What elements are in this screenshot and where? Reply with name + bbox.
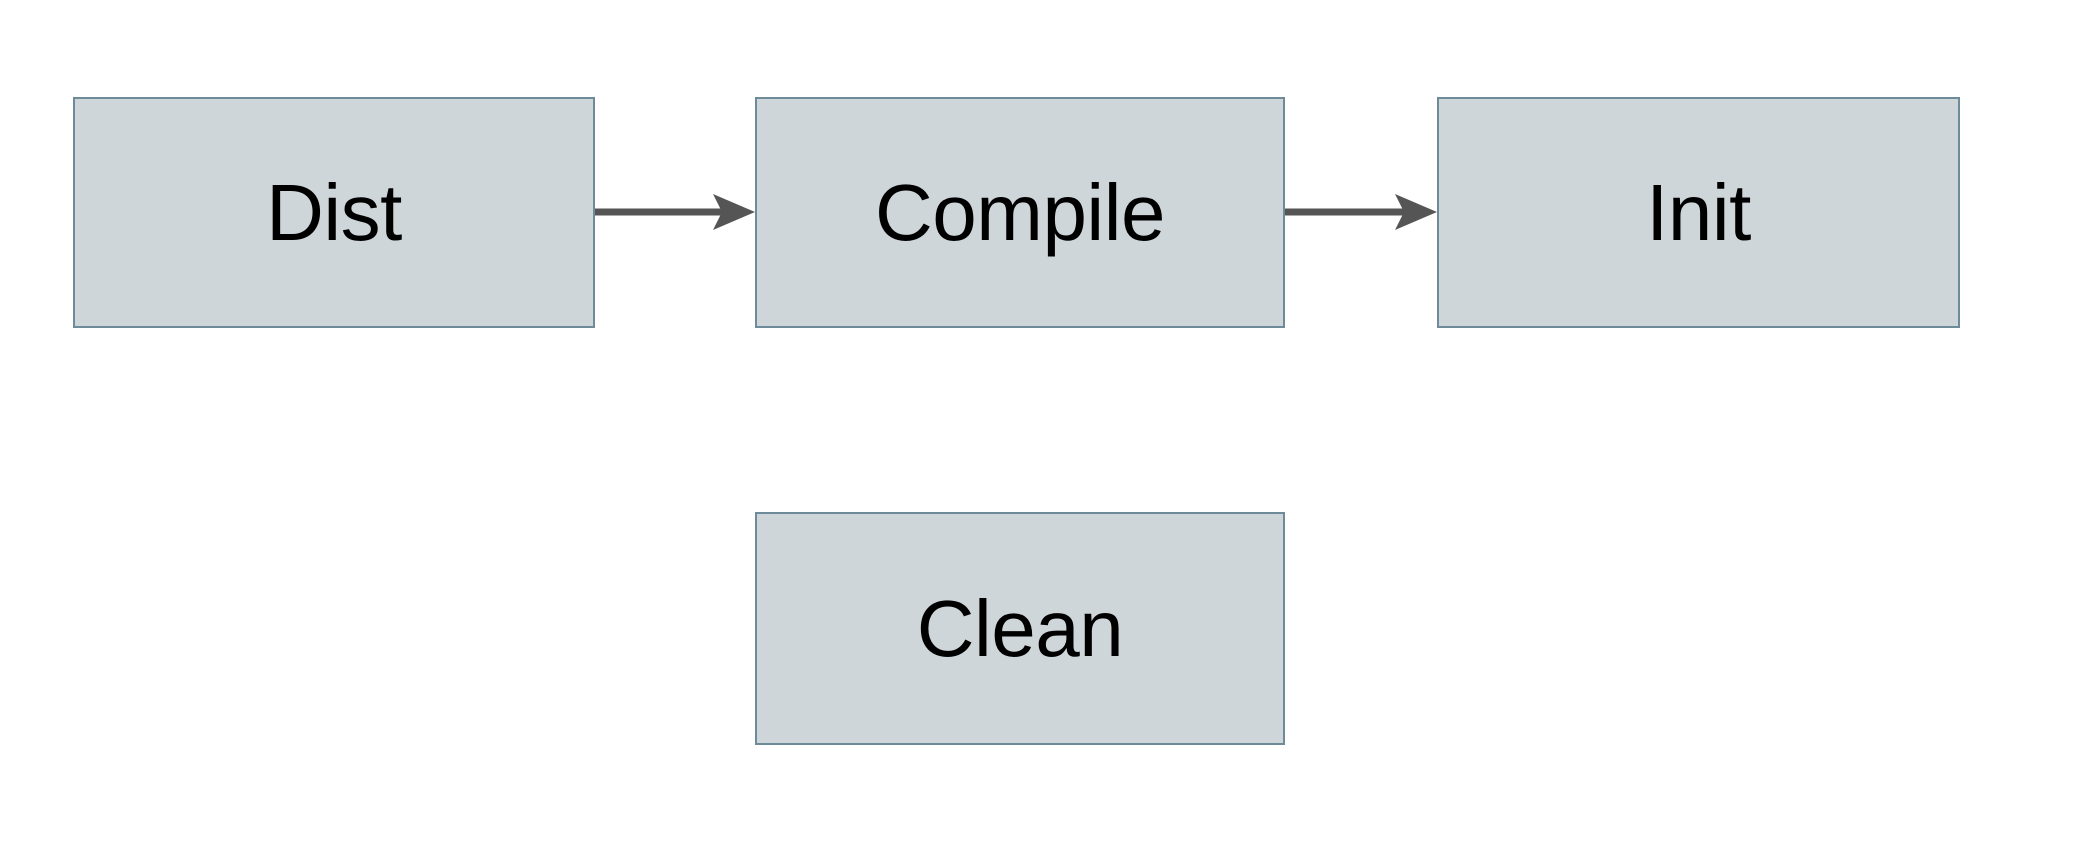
node-dist-label: Dist — [266, 167, 402, 257]
edge-dist-to-compile[interactable] — [595, 182, 757, 242]
arrowhead-icon — [1395, 194, 1437, 230]
node-init[interactable]: Init — [1437, 97, 1960, 328]
node-compile-label: Compile — [875, 167, 1165, 257]
node-init-label: Init — [1646, 167, 1751, 257]
node-dist[interactable]: Dist — [73, 97, 595, 328]
arrowhead-icon — [713, 194, 755, 230]
edge-compile-to-init[interactable] — [1285, 182, 1439, 242]
node-compile[interactable]: Compile — [755, 97, 1285, 328]
node-clean[interactable]: Clean — [755, 512, 1285, 745]
node-clean-label: Clean — [916, 583, 1124, 673]
